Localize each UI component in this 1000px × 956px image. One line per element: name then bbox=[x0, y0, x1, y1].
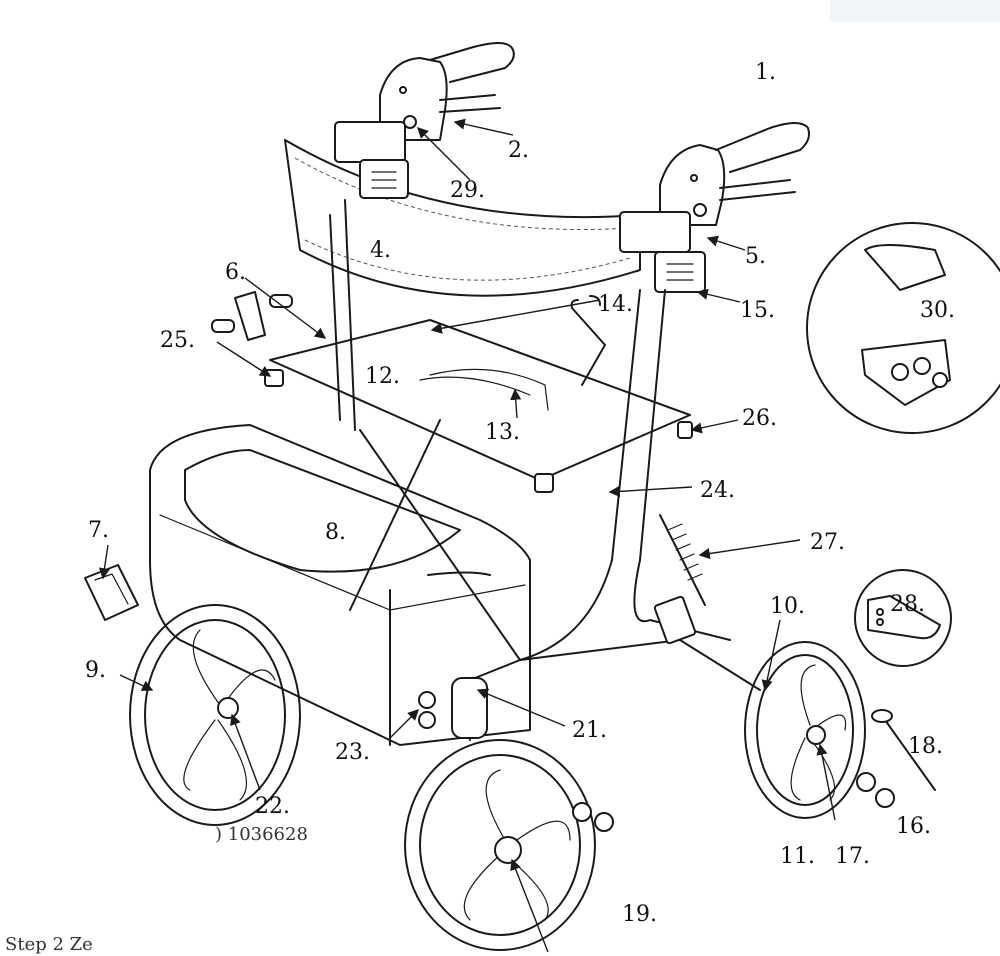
end-cap bbox=[451, 677, 488, 739]
label-part-4: 4. bbox=[370, 238, 391, 263]
left-handle-assembly bbox=[379, 42, 515, 141]
cropped-step-text: Step 2 Ze bbox=[5, 934, 93, 955]
label-part-28: 28. bbox=[890, 592, 925, 617]
label-part-27: 27. bbox=[810, 530, 845, 555]
label-part-16: 16. bbox=[896, 814, 931, 839]
label-part-30: 30. bbox=[920, 298, 955, 323]
label-part-18: 18. bbox=[908, 734, 943, 759]
label-part-25: 25. bbox=[160, 328, 195, 353]
label-part-22: 22. bbox=[255, 794, 290, 819]
label-part-8: 8. bbox=[325, 520, 346, 545]
seat-strap bbox=[429, 368, 549, 411]
axle-bolt bbox=[871, 709, 936, 791]
label-part-19: 19. bbox=[622, 902, 657, 927]
label-part-14: 14. bbox=[598, 292, 633, 317]
frame bbox=[329, 199, 761, 741]
label-part-15: 15. bbox=[740, 298, 775, 323]
label-part-11: 11. bbox=[780, 844, 815, 869]
cropped-code-text: ) 1036628 bbox=[215, 824, 308, 845]
detail-circle-28 bbox=[854, 569, 952, 667]
label-part-10: 10. bbox=[770, 594, 805, 619]
leader-lines bbox=[98, 118, 836, 953]
front-left-wheel bbox=[404, 739, 596, 951]
label-part-12: 12. bbox=[365, 364, 400, 389]
front-right-wheel bbox=[744, 641, 866, 819]
corner-panel bbox=[830, 0, 1000, 22]
right-handle-assembly bbox=[659, 122, 810, 226]
clip-part bbox=[84, 564, 139, 621]
label-part-6: 6. bbox=[225, 260, 246, 285]
label-part-7: 7. bbox=[88, 518, 109, 543]
hook-part bbox=[570, 295, 606, 386]
label-part-17: 17. bbox=[835, 844, 870, 869]
label-part-5: 5. bbox=[745, 244, 766, 269]
label-part-1: 1. bbox=[755, 60, 776, 85]
label-part-21: 21. bbox=[572, 718, 607, 743]
height-brackets bbox=[359, 159, 706, 293]
label-part-29: 29. bbox=[450, 178, 485, 203]
hinge-part bbox=[211, 291, 293, 341]
detail-circle-30 bbox=[806, 222, 1000, 434]
label-part-26: 26. bbox=[742, 406, 777, 431]
basket-bag bbox=[149, 424, 531, 746]
label-part-23: 23. bbox=[335, 740, 370, 765]
label-part-13: 13. bbox=[485, 420, 520, 445]
spring bbox=[659, 514, 706, 606]
rear-left-wheel bbox=[129, 604, 301, 826]
label-part-9: 9. bbox=[85, 658, 106, 683]
label-part-24: 24. bbox=[700, 478, 735, 503]
bearings bbox=[572, 772, 895, 832]
label-part-2: 2. bbox=[508, 138, 529, 163]
